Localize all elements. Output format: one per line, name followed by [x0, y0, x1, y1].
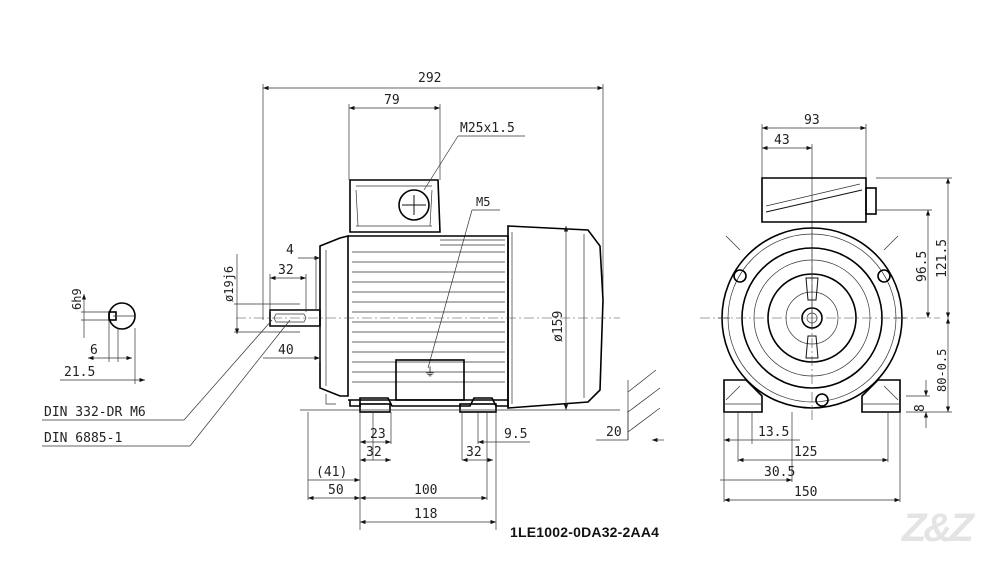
bracket-ref-label: (41)	[316, 465, 347, 480]
overall-length-label: 292	[418, 71, 441, 86]
box-width-label: 93	[804, 113, 820, 128]
foot-slot-label: 13.5	[758, 425, 789, 440]
end-shaft-height-label: 80-0.5	[935, 349, 949, 392]
motor-end-view	[700, 124, 952, 503]
foot-hole-right-label: 32	[466, 445, 482, 460]
shaft-offset-label: 4	[286, 243, 294, 258]
box-center-height-label: 96.5	[915, 251, 930, 282]
shaft-diameter-label: ø19j6	[222, 266, 236, 302]
din-332-note: DIN 332-DR M6	[44, 405, 146, 420]
foot-edge-label: 30.5	[764, 465, 795, 480]
part-number: 1LE1002-0DA32-2AA4	[510, 524, 660, 540]
foot-offset-label: 9.5	[504, 427, 527, 442]
base-height-label: 20	[606, 425, 622, 440]
key-length-label: 32	[278, 263, 294, 278]
cable-entry-label: M25x1.5	[460, 121, 515, 136]
box-top-height-label: 121.5	[935, 239, 950, 278]
key-depth-label: 6	[90, 343, 98, 358]
base-width-label: 150	[794, 485, 817, 500]
terminal-box-width-label: 79	[384, 93, 400, 108]
body-diameter-label: ø159	[551, 311, 566, 342]
shaft-height-label: 21.5	[64, 365, 95, 380]
foot-length-label: 118	[414, 507, 437, 522]
front-to-hole-label: 50	[328, 483, 344, 498]
foot-hole-left-label: 32	[366, 445, 382, 460]
hole-span-label: 125	[794, 445, 817, 460]
hole-spacing-label: 100	[414, 483, 437, 498]
shaft-length-label: 40	[278, 343, 294, 358]
box-offset-label: 43	[774, 133, 790, 148]
foot-width-label: 23	[370, 427, 386, 442]
key-width-label: 6h9	[70, 288, 84, 310]
din-6885-note: DIN 6885-1	[44, 431, 122, 446]
foot-thickness-label: 8	[913, 404, 928, 412]
motor-side-view: ⏚	[42, 84, 664, 530]
svg-text:⏚: ⏚	[424, 365, 436, 379]
watermark-logo: Z&Z	[902, 506, 974, 550]
shaft-cross-section	[60, 294, 145, 384]
ground-screw-label: M5	[476, 195, 490, 209]
